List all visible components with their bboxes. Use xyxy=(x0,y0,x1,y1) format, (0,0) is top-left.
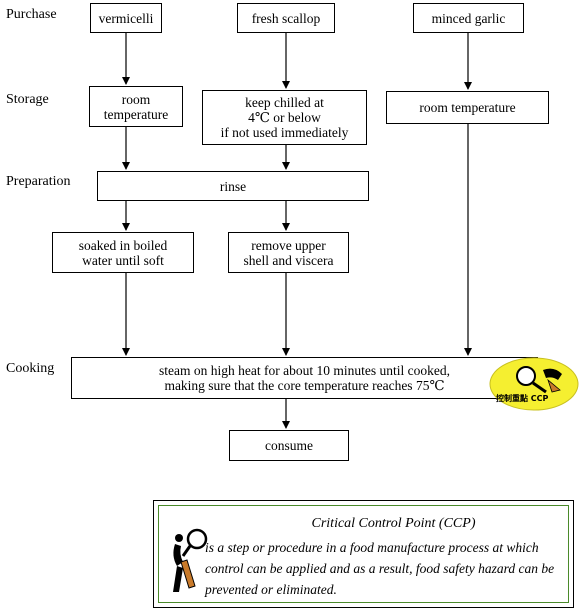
magnifier-figure-icon xyxy=(173,528,208,592)
box-vermicelli: vermicelli xyxy=(90,3,162,33)
ccp-badge: 控制重點 CCP xyxy=(488,356,580,412)
ccp-badge-label: 控制重點 CCP xyxy=(496,394,549,403)
box-steam: steam on high heat for about 10 minutes … xyxy=(71,357,538,399)
magnifier-figure-icon xyxy=(489,357,579,411)
box-soaked-in-boiled-water: soaked in boiled water until soft xyxy=(52,232,194,273)
box-room-temperature-right: room temperature xyxy=(386,91,549,124)
box-minced-garlic: minced garlic xyxy=(413,3,524,33)
ccp-definition-panel: Critical Control Point (CCP) is a step o… xyxy=(153,500,574,608)
stage-label-preparation: Preparation xyxy=(6,174,71,189)
box-remove-upper-shell: remove upper shell and viscera xyxy=(228,232,349,273)
stage-label-purchase: Purchase xyxy=(6,7,57,22)
ccp-definition-text: is a step or procedure in a food manufac… xyxy=(205,540,555,597)
box-room-temperature-left: room temperature xyxy=(89,86,183,127)
box-fresh-scallop: fresh scallop xyxy=(237,3,335,33)
box-keep-chilled: keep chilled at 4℃ or below if not used … xyxy=(202,90,367,145)
box-rinse: rinse xyxy=(97,171,369,201)
stage-label-storage: Storage xyxy=(6,92,49,107)
box-consume: consume xyxy=(229,430,349,461)
ccp-definition-title: Critical Control Point (CCP) xyxy=(311,516,476,531)
stage-label-cooking: Cooking xyxy=(6,361,55,376)
